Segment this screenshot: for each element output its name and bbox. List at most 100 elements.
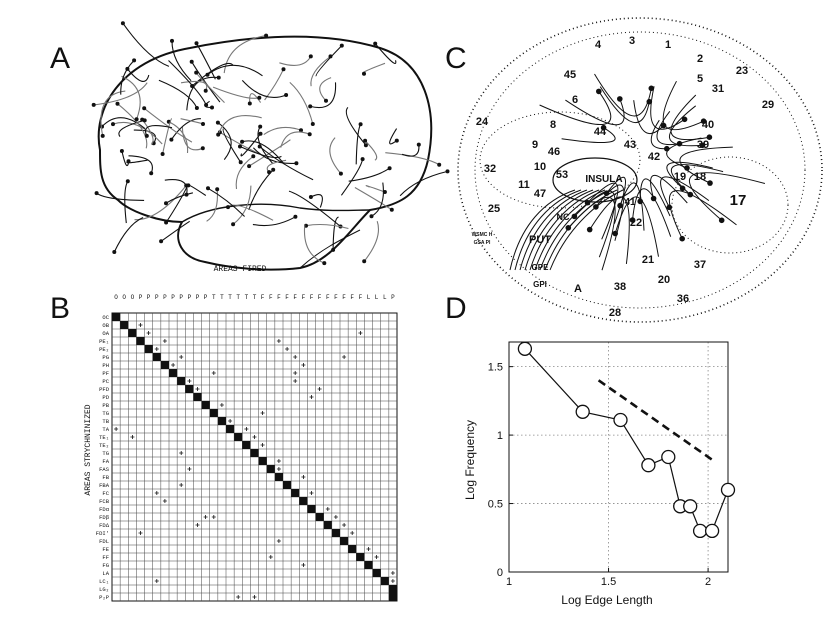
matrix-connection-mark bbox=[293, 355, 298, 359]
fiber-endpoint bbox=[142, 118, 147, 123]
matrix-col-label: F bbox=[350, 294, 354, 301]
matrix-row-label: PB bbox=[102, 402, 109, 409]
fiber-endpoint bbox=[373, 41, 378, 46]
matrix-diagonal-cell bbox=[112, 313, 121, 321]
fiber-endpoint bbox=[215, 187, 220, 192]
fiber-path bbox=[345, 107, 367, 146]
y-tick-label: 0 bbox=[497, 567, 503, 579]
fiber-endpoint bbox=[360, 157, 365, 162]
pathway-curve bbox=[656, 110, 680, 146]
projection-fan bbox=[519, 189, 588, 271]
matrix-col-label: O bbox=[122, 294, 126, 301]
matrix-connection-mark bbox=[390, 571, 395, 575]
fiber-endpoint bbox=[328, 54, 333, 59]
fiber-path bbox=[235, 155, 254, 190]
pathway-terminal bbox=[648, 85, 655, 92]
x-axis-label: Log Edge Length bbox=[561, 593, 652, 607]
matrix-connection-mark bbox=[187, 379, 192, 383]
fiber-path bbox=[266, 159, 287, 173]
matrix-diagonal-cell bbox=[209, 409, 218, 417]
brain-outline bbox=[97, 35, 433, 271]
fiber-endpoint bbox=[205, 72, 210, 77]
fiber-path bbox=[145, 125, 173, 137]
matrix-col-label: O bbox=[114, 294, 118, 301]
fiber-path bbox=[196, 43, 216, 80]
pathway-curve bbox=[614, 196, 659, 257]
fiber-path bbox=[212, 86, 260, 99]
matrix-connection-mark bbox=[195, 523, 200, 527]
matrix-row-label: PC bbox=[102, 378, 109, 385]
fiber-path bbox=[191, 61, 221, 103]
fiber-endpoint bbox=[169, 137, 174, 142]
fiber-path bbox=[223, 35, 267, 74]
matrix-row-label: TG bbox=[102, 450, 109, 457]
matrix-connection-mark bbox=[130, 435, 135, 439]
outer-dotted-boundary bbox=[457, 17, 823, 323]
area-label: 23 bbox=[736, 65, 748, 77]
matrix-row-label: FB bbox=[102, 474, 109, 481]
area-label: 53 bbox=[556, 169, 568, 181]
matrix-col-label: P bbox=[163, 294, 167, 301]
pathway-curve bbox=[650, 119, 667, 150]
fiber-path bbox=[279, 56, 312, 66]
occipital-region bbox=[671, 156, 789, 254]
matrix-connection-mark bbox=[374, 555, 379, 559]
panel-b-connectivity-matrix: AREAS FIRED AREAS STRYCHNINIZED OCOBOAPE… bbox=[84, 265, 398, 602]
matrix-col-label: P bbox=[204, 294, 208, 301]
matrix-row-label: OA bbox=[102, 330, 109, 337]
matrix-connection-mark bbox=[171, 363, 176, 367]
matrix-connection-mark bbox=[162, 499, 167, 503]
pathway-curve bbox=[539, 91, 612, 126]
matrix-col-label: F bbox=[302, 294, 306, 301]
area-label: 20 bbox=[658, 274, 670, 286]
matrix-row-label: FG bbox=[102, 562, 109, 569]
panel-d-label: D bbox=[445, 292, 467, 325]
matrix-connection-mark bbox=[162, 339, 167, 343]
matrix-diagonal-cell bbox=[307, 505, 316, 513]
matrix-diagonal-cell bbox=[299, 497, 308, 505]
fiber-path bbox=[124, 181, 129, 224]
fiber-path bbox=[165, 185, 188, 223]
area-label: 19 bbox=[674, 171, 686, 183]
matrix-diagonal-cell bbox=[250, 449, 259, 457]
matrix-diagonal-cell bbox=[364, 561, 373, 569]
pathway-curve bbox=[599, 86, 650, 123]
matrix-connection-mark bbox=[114, 427, 119, 431]
area-label: 29 bbox=[762, 99, 774, 111]
fiber-endpoint bbox=[119, 149, 124, 153]
fiber-path bbox=[315, 45, 343, 77]
pathway-terminal bbox=[612, 230, 618, 237]
matrix-col-label: F bbox=[342, 294, 346, 301]
matrix-row-label: LC₁ bbox=[99, 578, 109, 585]
fiber-path bbox=[385, 152, 440, 166]
matrix-col-label: F bbox=[334, 294, 338, 301]
matrix-col-label: F bbox=[277, 294, 281, 301]
area-label: 39 bbox=[697, 139, 709, 151]
matrix-diagonal-cell bbox=[242, 441, 251, 449]
area-label: WSMC H bbox=[472, 232, 493, 238]
temporal-sulcus bbox=[299, 229, 361, 269]
matrix-diagonal-cell bbox=[201, 401, 210, 409]
matrix-connection-mark bbox=[187, 467, 192, 471]
pathway-curve bbox=[670, 94, 710, 141]
fiber-path bbox=[319, 77, 332, 102]
pathway-curve bbox=[565, 98, 625, 126]
matrix-row-label: PF bbox=[102, 370, 109, 377]
fiber-endpoint bbox=[369, 214, 374, 219]
matrix-diagonal-cell bbox=[331, 529, 340, 537]
matrix-diagonal-cell bbox=[177, 377, 186, 385]
fiber-endpoint bbox=[194, 106, 199, 110]
matrix-row-label: PFD bbox=[99, 386, 110, 393]
matrix-diagonal-cell bbox=[234, 433, 243, 441]
fiber-path bbox=[399, 170, 448, 197]
fiber-endpoint bbox=[125, 179, 130, 184]
matrix-connection-mark bbox=[236, 595, 241, 599]
fiber-endpoint bbox=[132, 58, 137, 63]
matrix-diagonal-cell bbox=[274, 473, 283, 481]
fiber-path bbox=[364, 140, 378, 161]
matrix-row-label: FAS bbox=[99, 466, 110, 473]
matrix-diagonal-cell bbox=[185, 385, 194, 393]
fiber-path bbox=[117, 103, 148, 149]
matrix-row-label: LG₂ bbox=[99, 586, 109, 593]
